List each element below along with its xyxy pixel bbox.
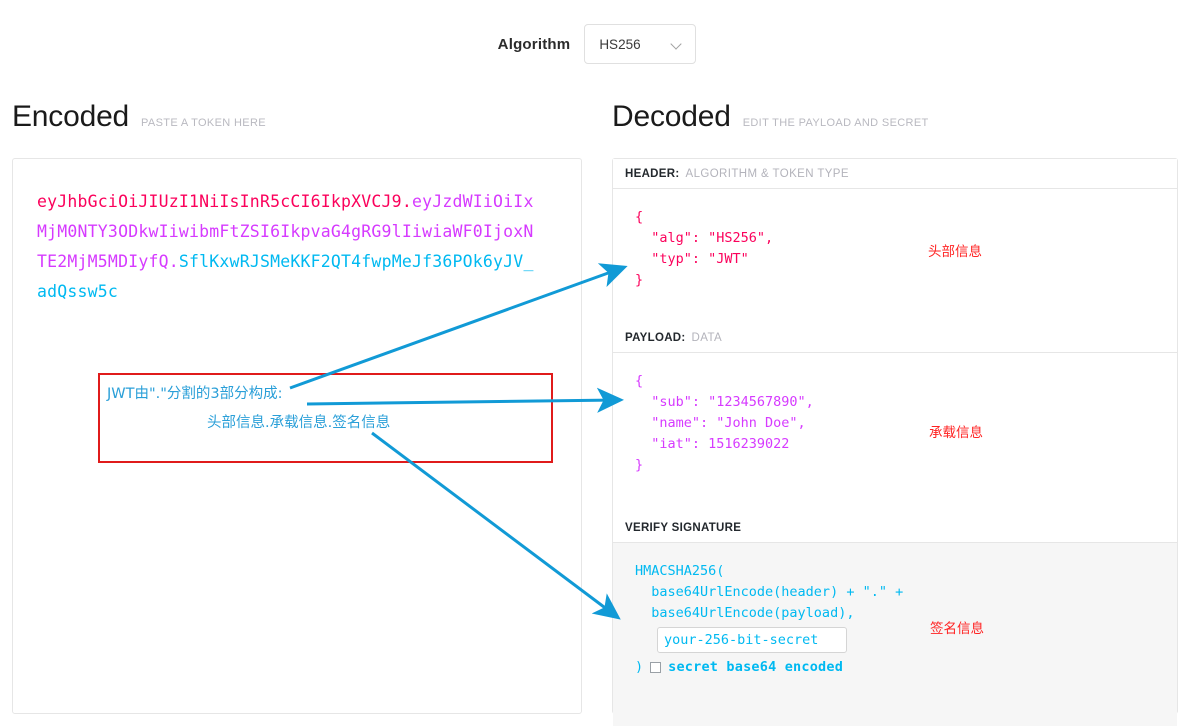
- annotation-red-box-line-1: JWT由"."分割的3部分构成:: [107, 386, 283, 402]
- payload-section-bar: PAYLOAD: DATA: [613, 323, 1177, 353]
- algorithm-select[interactable]: HS256: [584, 24, 697, 64]
- payload-section-body[interactable]: { "sub": "1234567890", "name": "John Doe…: [613, 353, 1177, 513]
- signature-section-bar: VERIFY SIGNATURE: [613, 513, 1177, 543]
- decoded-title: Decoded: [612, 100, 731, 133]
- payload-json-code[interactable]: { "sub": "1234567890", "name": "John Doe…: [635, 373, 814, 473]
- token-signature-part: SflKxwRJSMeKKF2QT4fwpMeJf36POk6yJV_adQss…: [37, 252, 534, 301]
- payload-note-annotation: 承载信息: [929, 425, 983, 441]
- signature-section-body: HMACSHA256( base64UrlEncode(header) + ".…: [613, 543, 1177, 726]
- algorithm-toolbar: Algorithm HS256: [0, 24, 1194, 64]
- signature-code-line-1: HMACSHA256(: [635, 563, 725, 579]
- header-note-annotation: 头部信息: [928, 244, 982, 260]
- header-section-hint: ALGORITHM & TOKEN TYPE: [685, 167, 849, 180]
- decoded-subtitle: EDIT THE PAYLOAD AND SECRET: [742, 117, 929, 129]
- token-header-part: eyJhbGciOiJIUzI1NiIsInR5cCI6IkpXVCJ9: [37, 192, 402, 211]
- header-section-bar: HEADER: ALGORITHM & TOKEN TYPE: [613, 159, 1177, 189]
- jwt-token-text[interactable]: eyJhbGciOiJIUzI1NiIsInR5cCI6IkpXVCJ9.eyJ…: [37, 187, 537, 307]
- base64-checkbox[interactable]: [650, 661, 662, 673]
- payload-section-label: PAYLOAD:: [625, 331, 686, 344]
- decoded-heading: Decoded EDIT THE PAYLOAD AND SECRET: [612, 100, 929, 134]
- token-payload-part: eyJzdWIiOiIxMjM0NTY3ODkwIiwibmFtZSI6Ikpv…: [37, 192, 534, 271]
- decoded-panel: HEADER: ALGORITHM & TOKEN TYPE { "alg": …: [612, 158, 1178, 726]
- secret-input[interactable]: your-256-bit-secret: [657, 627, 847, 653]
- header-section-body[interactable]: { "alg": "HS256", "typ": "JWT" }: [613, 189, 1177, 323]
- annotation-red-box-line-2: 头部信息.承载信息.签名信息: [207, 415, 391, 431]
- token-separator-2: .: [168, 252, 179, 271]
- encoded-title: Encoded: [12, 100, 130, 133]
- base64-checkbox-label: secret base64 encoded: [668, 659, 844, 675]
- chevron-down-icon: [672, 39, 683, 50]
- header-section-label: HEADER:: [625, 167, 680, 180]
- token-separator-1: .: [401, 192, 412, 211]
- algorithm-select-value: HS256: [599, 36, 641, 52]
- signature-note-annotation: 签名信息: [930, 621, 984, 637]
- payload-section-hint: DATA: [691, 331, 723, 344]
- header-json-code[interactable]: { "alg": "HS256", "typ": "JWT" }: [635, 209, 774, 288]
- signature-closing-paren: ): [635, 659, 644, 675]
- signature-code-line-3: base64UrlEncode(payload),: [635, 605, 855, 621]
- encoded-heading: Encoded PASTE A TOKEN HERE: [12, 100, 266, 134]
- encoded-subtitle: PASTE A TOKEN HERE: [141, 117, 266, 129]
- algorithm-label: Algorithm: [497, 35, 571, 53]
- base64-checkbox-row[interactable]: ) secret base64 encoded: [635, 659, 1177, 675]
- signature-code-line-2: base64UrlEncode(header) + "." +: [635, 584, 904, 600]
- signature-section-label: VERIFY SIGNATURE: [625, 521, 742, 534]
